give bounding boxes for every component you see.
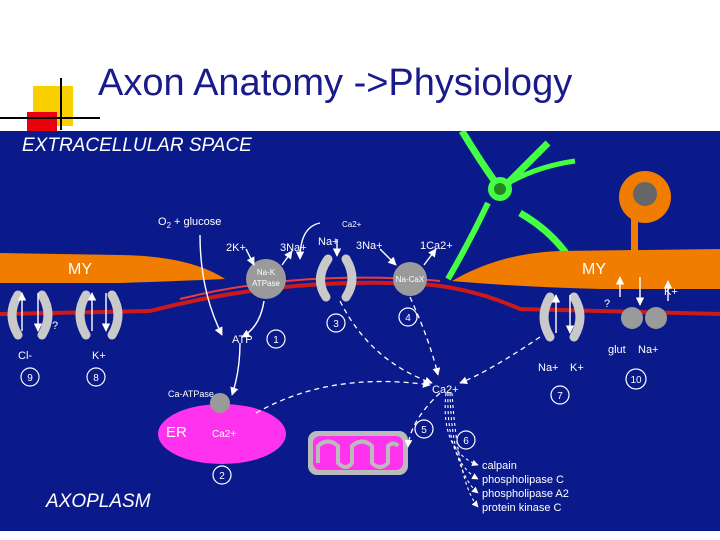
svg-text:3: 3 <box>333 319 339 330</box>
downstream-item: phospholipase A2 <box>482 488 569 500</box>
k-channel-8 <box>75 290 123 340</box>
endoplasmic-reticulum <box>158 404 286 464</box>
marker-7: 7 <box>550 385 570 405</box>
svg-text:9: 9 <box>27 373 33 384</box>
pump-label-2: ATPase <box>252 279 280 288</box>
diagram-svg: EXTRACELLULAR SPACE AXOPLASM MY MY ER Ca… <box>0 131 720 514</box>
ca1-label: 1Ca2+ <box>420 240 453 252</box>
k-left-label: K+ <box>92 350 106 362</box>
k-right-label: K+ <box>664 286 678 298</box>
slide-title: Axon Anatomy ->Physiology <box>98 62 573 104</box>
na3-exchanger-label: 3Na+ <box>356 240 383 252</box>
er-label: ER <box>166 424 187 441</box>
svg-text:1: 1 <box>273 335 279 346</box>
pump-label-1: Na-K <box>257 268 276 277</box>
myelin-left-label: MY <box>68 261 92 278</box>
k2-label: 2K+ <box>226 242 246 254</box>
question-left-label: ? <box>52 320 58 332</box>
na-k-atpase-pump <box>246 259 286 299</box>
svg-text:4: 4 <box>405 313 411 324</box>
marker-2: 2 <box>212 465 232 485</box>
marker-6: 6 <box>456 430 476 450</box>
oxygen-label: O2+ glucose <box>158 216 221 230</box>
svg-text:10: 10 <box>630 375 642 386</box>
ca-top-label: Ca2+ <box>342 220 362 229</box>
myelin-left <box>0 253 225 283</box>
ca-atpase <box>210 393 230 413</box>
axon-diagram: EXTRACELLULAR SPACE AXOPLASM MY MY ER Ca… <box>0 131 720 531</box>
question-right-label: ? <box>604 298 610 310</box>
svg-text:7: 7 <box>557 391 563 402</box>
decor-vertical-line <box>60 78 62 130</box>
marker-9: 9 <box>20 367 40 387</box>
marker-1: 1 <box>266 329 286 349</box>
myelin-right <box>452 249 720 289</box>
ca-center-label: Ca2+ <box>432 384 459 396</box>
marker-10: 10 <box>625 368 647 390</box>
na-right2-label: Na+ <box>638 344 659 356</box>
k-right-lower-label: K+ <box>570 362 584 374</box>
downstream-arrows <box>444 392 479 508</box>
svg-text:8: 8 <box>93 373 99 384</box>
na-channel-3 <box>316 254 357 302</box>
na-right-label: Na+ <box>538 362 559 374</box>
glut-label: glut <box>608 344 626 356</box>
svg-text:2: 2 <box>219 471 225 482</box>
mitochondrion <box>308 431 408 475</box>
decor-horizontal-line <box>0 117 100 119</box>
cl-label: Cl- <box>18 350 32 362</box>
ca-flux-arrows <box>255 296 541 448</box>
flux-arrows <box>17 222 673 396</box>
ca-atpase-label: Ca-ATPase <box>168 389 214 399</box>
myelin-right-label: MY <box>582 261 606 278</box>
marker-8: 8 <box>86 367 106 387</box>
marker-3: 3 <box>326 313 346 333</box>
oligodendrocyte <box>619 171 671 260</box>
svg-text:6: 6 <box>463 436 469 447</box>
downstream-item: calpain <box>482 460 517 472</box>
glutamate-transporter-10 <box>621 307 667 329</box>
axoplasm-label: AXOPLASM <box>45 491 151 512</box>
marker-4: 4 <box>398 307 418 327</box>
downstream-list: calpain phospholipase C phospholipase A2… <box>482 460 569 514</box>
exchanger-label: Na-CaX <box>396 275 425 284</box>
numbered-markers: 1 2 3 4 5 6 7 8 9 10 <box>20 307 647 485</box>
svg-text:5: 5 <box>421 425 427 436</box>
cl-channel-9 <box>7 290 53 340</box>
marker-5: 5 <box>414 419 434 439</box>
er-ca-label: Ca2+ <box>212 429 236 440</box>
atp-label: ATP <box>232 334 253 346</box>
downstream-item: protein kinase C <box>482 502 562 514</box>
na-k-channel-7 <box>539 292 585 342</box>
downstream-item: phospholipase C <box>482 474 564 486</box>
na-channel-label: Na+ <box>318 236 339 248</box>
extracellular-label: EXTRACELLULAR SPACE <box>22 135 252 156</box>
na3-pump-label: 3Na+ <box>280 242 307 254</box>
na-ca-exchanger <box>393 262 427 296</box>
